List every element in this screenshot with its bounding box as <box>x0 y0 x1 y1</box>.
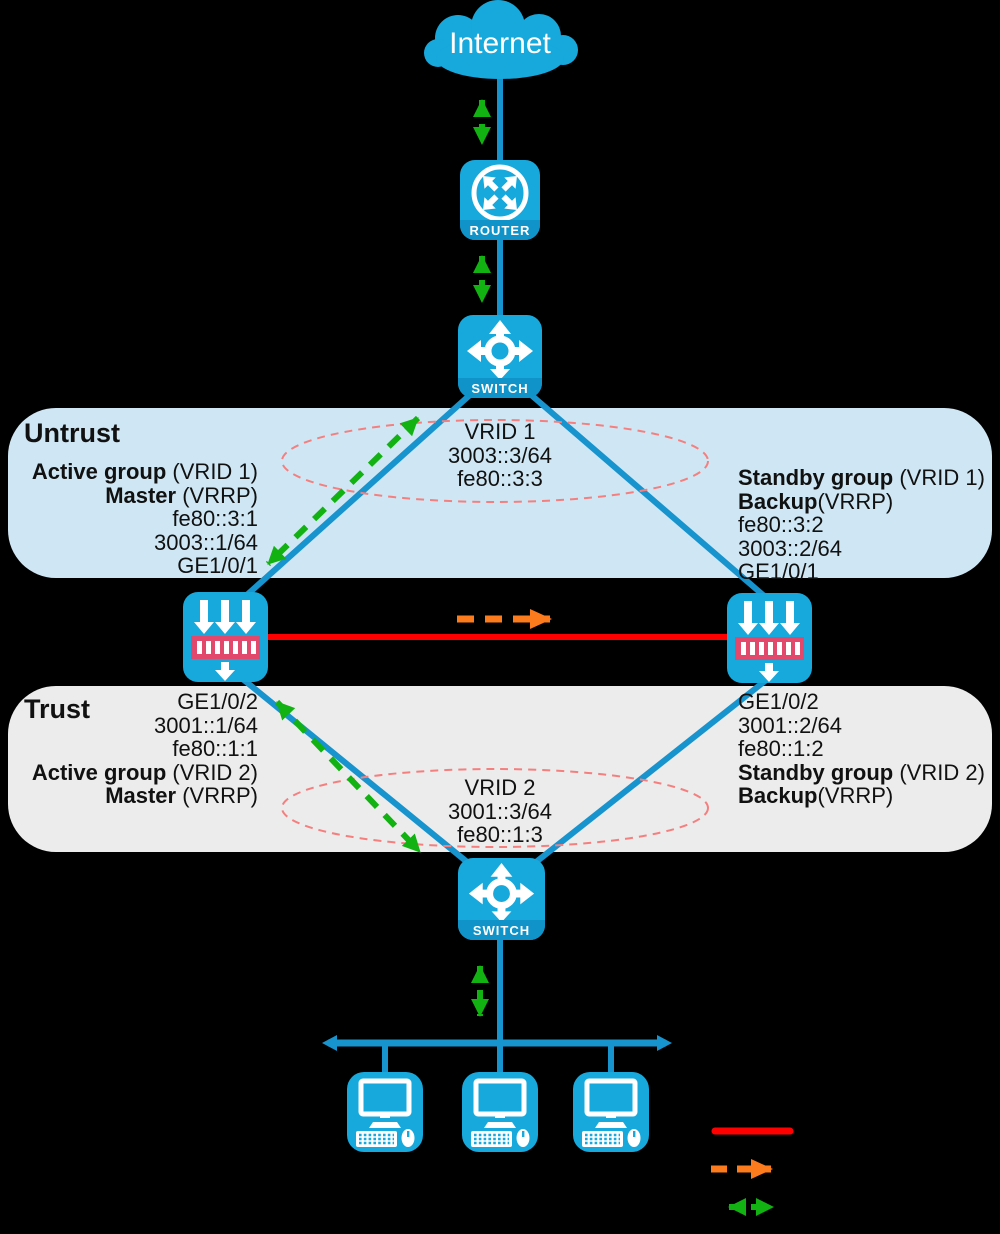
vrid1-virtual-ip-text: VRID 1 3003::3/64 fe80::3:3 <box>380 420 620 491</box>
pc-icon-3 <box>573 1072 649 1152</box>
internet-label: Internet <box>449 27 551 60</box>
text-line: Backup(VRRP) <box>738 783 894 808</box>
router-label: ROUTER <box>460 220 540 240</box>
text-line: Master (VRRP) <box>105 482 258 508</box>
trust-right-firewall-text: GE1/0/2 3001::2/64 fe80::1:2 Standby gro… <box>738 690 985 808</box>
lan-bus-left-tip <box>322 1035 337 1051</box>
text-line: VRID 2 <box>464 775 536 800</box>
text-line: 3001::2/64 <box>738 712 842 738</box>
text-line: Standby group (VRID 2) <box>738 759 985 785</box>
green-flow-firewall-left-switchbottom <box>274 699 423 855</box>
untrust-zone-label: Untrust <box>24 418 120 448</box>
trust-zone-label: Trust <box>24 694 91 724</box>
firewall-left-glyph <box>191 600 260 681</box>
untrust-left-firewall-text: Active group (VRID 1) Master (VRRP) fe80… <box>0 460 258 578</box>
switch-bottom-label: SWITCH <box>458 920 545 940</box>
switch-bottom-glyph <box>468 862 535 923</box>
lan-bus-right-tip <box>657 1035 672 1051</box>
pc1-glyph <box>356 1078 415 1147</box>
switch-top-label: SWITCH <box>458 378 542 398</box>
text-line: GE1/0/2 <box>177 689 258 714</box>
pc-icon-2 <box>462 1072 538 1152</box>
vrid2-virtual-ip-text: VRID 2 3001::3/64 fe80::1:3 <box>380 776 620 847</box>
switch-bottom-icon: SWITCH <box>458 858 545 940</box>
pc2-glyph <box>471 1078 530 1147</box>
switch-top-glyph <box>467 320 533 380</box>
text-line: fe80::1:2 <box>738 736 824 761</box>
green-flow-switchtop-firewall-left <box>265 415 421 567</box>
switch-top-icon: SWITCH <box>458 315 542 398</box>
text-line: Master (VRRP) <box>105 783 258 808</box>
text-line: VRID 1 <box>464 419 536 444</box>
router-glyph <box>471 164 529 222</box>
router-icon: ROUTER <box>460 160 540 240</box>
text-line: fe80::1:1 <box>172 736 258 761</box>
firewall-left-icon <box>183 592 268 682</box>
text-line: 3003::3/64 <box>448 442 552 468</box>
cloud-icon <box>424 0 578 79</box>
untrust-zone-band <box>8 408 992 578</box>
link-switchtop-firewall-right <box>528 391 772 604</box>
internet-cloud: Internet <box>410 0 590 88</box>
text-line: 3003::2/64 <box>738 535 842 561</box>
text-line: Backup(VRRP) <box>738 488 894 514</box>
text-line: fe80::3:2 <box>738 512 824 537</box>
legend <box>711 1127 794 1216</box>
pc3-glyph <box>582 1078 641 1147</box>
text-line: fe80::1:3 <box>457 822 543 847</box>
text-line: Active group (VRID 1) <box>31 459 258 484</box>
vrid1-group-ellipse <box>281 419 709 503</box>
text-line: 3001::1/64 <box>154 712 258 738</box>
trust-left-firewall-text: GE1/0/2 3001::1/64 fe80::1:1 Active grou… <box>0 690 258 808</box>
firewall-right-icon <box>727 593 812 683</box>
firewall-right-glyph <box>735 601 804 682</box>
untrust-right-firewall-text: Standby group (VRID 1) Backup(VRRP) fe80… <box>738 466 985 584</box>
text-line: 3001::3/64 <box>448 798 552 824</box>
text-line: 3003::1/64 <box>154 529 258 555</box>
pc-icon-1 <box>347 1072 423 1152</box>
vrid2-group-ellipse <box>281 768 709 848</box>
trust-zone-band <box>8 686 992 852</box>
text-line: GE1/0/1 <box>738 559 819 584</box>
text-line: GE1/0/1 <box>177 553 258 578</box>
text-line: GE1/0/2 <box>738 689 819 714</box>
text-line: fe80::3:1 <box>172 506 258 531</box>
text-line: fe80::3:3 <box>457 466 543 491</box>
text-line: Active group (VRID 2) <box>31 759 258 785</box>
text-line: Standby group (VRID 1) <box>738 465 985 490</box>
link-firewall-right-switchbottom <box>529 674 772 869</box>
